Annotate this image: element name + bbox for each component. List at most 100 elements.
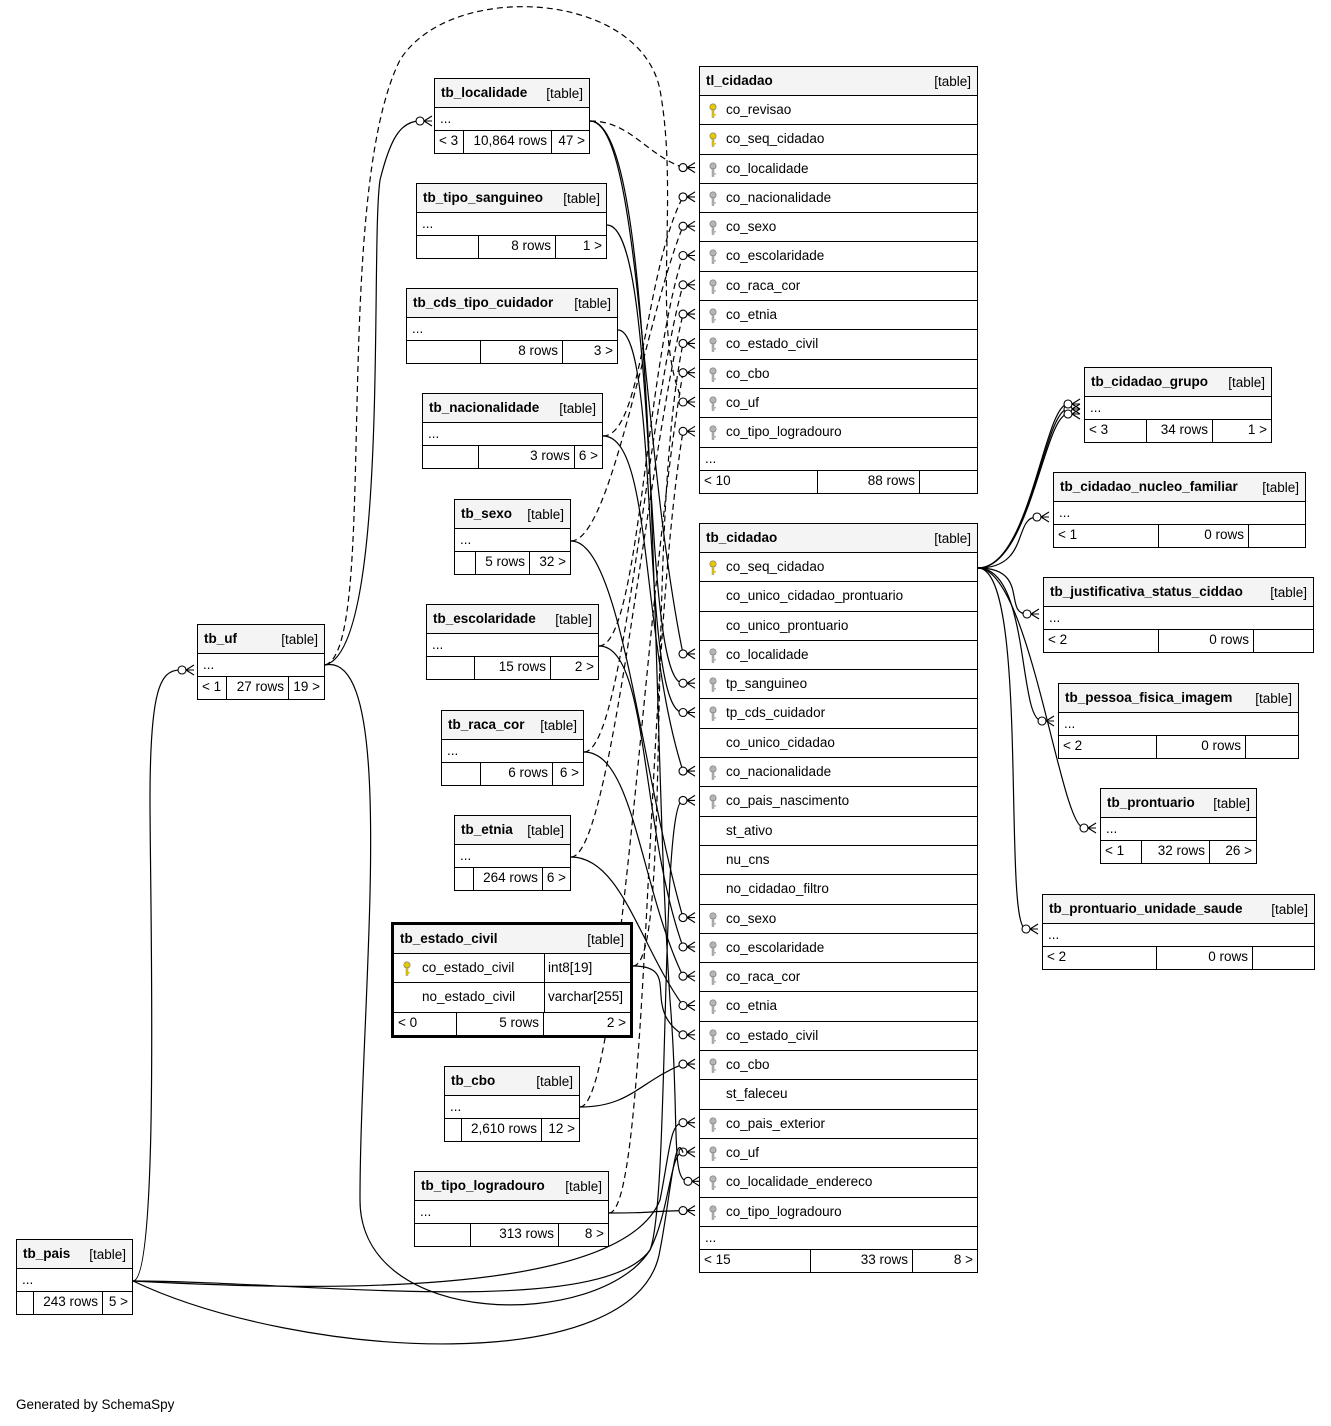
column-row[interactable]: co_estado_civil	[700, 1022, 977, 1052]
table-tb-escolaridade[interactable]: tb_escolaridade [table]... 15 rows 2 >	[426, 604, 599, 680]
column-row[interactable]: co_sexo	[700, 213, 977, 243]
child-count[interactable]: 5 >	[108, 1294, 128, 1309]
table-name[interactable]: tb_cidadao_nucleo_familiar	[1060, 479, 1238, 494]
column-row[interactable]: co_raca_cor	[700, 272, 977, 302]
parent-count[interactable]	[417, 236, 479, 258]
table-tb-uf[interactable]: tb_uf [table]... < 1 27 rows 19 >	[197, 624, 325, 700]
column-row[interactable]: co_localidade	[700, 641, 977, 671]
column-name[interactable]: co_uf	[726, 1144, 760, 1160]
column-name[interactable]: co_raca_cor	[726, 277, 801, 293]
column-name[interactable]: co_estado_civil	[422, 960, 515, 975]
table-name[interactable]: tb_etnia	[461, 822, 513, 837]
column-name[interactable]: co_tipo_logradouro	[726, 1203, 842, 1219]
column-name[interactable]: co_unico_cidadao	[726, 734, 835, 750]
table-name[interactable]: tb_raca_cor	[448, 717, 525, 732]
table-tb-tipo-logradouro[interactable]: tb_tipo_logradouro [table]... 313 rows 8…	[414, 1171, 609, 1247]
column-name[interactable]: co_cbo	[726, 365, 770, 381]
column-row[interactable]: co_tipo_logradouro	[700, 1198, 977, 1227]
table-name[interactable]: tb_cidadao	[706, 530, 778, 545]
table-header[interactable]: tb_localidade [table]	[435, 79, 589, 108]
column-name[interactable]: nu_cns	[726, 851, 770, 867]
column-row[interactable]: co_localidade_endereco	[700, 1168, 977, 1198]
child-count[interactable]: 19 >	[293, 679, 320, 694]
column-name[interactable]: co_localidade_endereco	[726, 1174, 873, 1190]
table-tb-pais[interactable]: tb_pais [table]... 243 rows 5 >	[16, 1239, 133, 1315]
child-count[interactable]	[920, 471, 977, 493]
parent-count[interactable]: < 1	[1054, 525, 1159, 547]
table-name[interactable]: tb_cds_tipo_cuidador	[413, 295, 554, 310]
column-name[interactable]: no_cidadao_filtro	[726, 881, 829, 897]
table-name[interactable]: tb_escolaridade	[433, 611, 536, 626]
parent-count[interactable]: < 2	[1044, 630, 1159, 652]
table-tb-sexo[interactable]: tb_sexo [table]... 5 rows 32 >	[454, 499, 571, 575]
child-count[interactable]	[1253, 947, 1314, 969]
column-row[interactable]: nu_cns	[700, 846, 977, 876]
column-row[interactable]: co_escolaridade	[700, 242, 977, 272]
parent-count[interactable]: < 3	[1085, 420, 1147, 442]
table-header[interactable]: tb_nacionalidade [table]	[423, 394, 602, 423]
column-row[interactable]: co_nacionalidade	[700, 758, 977, 788]
column-name[interactable]: co_localidade	[726, 160, 809, 176]
column-row[interactable]: tp_cds_cuidador	[700, 699, 977, 729]
table-tl-cidadao[interactable]: tl_cidadao [table] co_revisao co_seq_cid…	[699, 66, 978, 494]
table-header[interactable]: tb_etnia [table]	[455, 816, 570, 845]
table-header[interactable]: tb_pessoa_fisica_imagem [table]	[1059, 684, 1298, 713]
table-tb-raca-cor[interactable]: tb_raca_cor [table]... 6 rows 6 >	[441, 710, 584, 786]
column-row[interactable]: co_estado_civil	[700, 330, 977, 360]
table-header[interactable]: tb_cidadao_grupo [table]	[1085, 368, 1271, 397]
parent-count[interactable]	[427, 657, 475, 679]
column-name[interactable]: co_etnia	[726, 998, 778, 1014]
table-tb-cidadao-nucleo-familiar[interactable]: tb_cidadao_nucleo_familiar [table]... < …	[1053, 472, 1306, 548]
column-row[interactable]: co_pais_nascimento	[700, 787, 977, 817]
child-count[interactable]: 47 >	[558, 133, 585, 148]
parent-count[interactable]: < 1	[1101, 841, 1142, 863]
parent-count[interactable]	[407, 341, 481, 363]
column-row[interactable]: st_faleceu	[700, 1080, 977, 1110]
table-tb-etnia[interactable]: tb_etnia [table]... 264 rows 6 >	[454, 815, 571, 891]
column-row[interactable]: co_uf	[700, 389, 977, 419]
table-header[interactable]: tb_cds_tipo_cuidador [table]	[407, 289, 617, 318]
table-tb-estado-civil[interactable]: tb_estado_civil [table] co_estado_civil …	[391, 922, 633, 1038]
table-header[interactable]: tb_tipo_sanguineo [table]	[417, 184, 606, 213]
table-name[interactable]: tb_cbo	[451, 1073, 496, 1088]
column-row[interactable]: co_unico_cidadao	[700, 729, 977, 759]
column-name[interactable]: co_escolaridade	[726, 248, 825, 264]
child-count[interactable]: 12 >	[548, 1121, 575, 1136]
table-header[interactable]: tb_sexo [table]	[455, 500, 570, 529]
child-count[interactable]: 1 >	[582, 238, 602, 253]
parent-count[interactable]: < 0	[394, 1012, 457, 1035]
column-row[interactable]: co_pais_exterior	[700, 1110, 977, 1139]
column-row[interactable]: co_sexo	[700, 905, 977, 934]
column-name[interactable]: tp_sanguineo	[726, 676, 808, 692]
table-tb-cidadao-grupo[interactable]: tb_cidadao_grupo [table]... < 3 34 rows …	[1084, 367, 1272, 443]
column-name[interactable]: co_sexo	[726, 219, 777, 235]
table-tb-cds-tipo-cuidador[interactable]: tb_cds_tipo_cuidador [table]... 8 rows 3…	[406, 288, 618, 364]
table-tb-tipo-sanguineo[interactable]: tb_tipo_sanguineo [table]... 8 rows 1 >	[416, 183, 607, 259]
table-name[interactable]: tb_nacionalidade	[429, 400, 540, 415]
child-count[interactable]: 26 >	[1225, 843, 1252, 858]
column-name[interactable]: no_estado_civil	[422, 989, 516, 1005]
column-name[interactable]: co_unico_prontuario	[726, 617, 849, 633]
parent-count[interactable]: < 15	[700, 1249, 811, 1272]
table-header[interactable]: tl_cidadao [table]	[700, 67, 977, 96]
column-row[interactable]: co_nacionalidade	[700, 184, 977, 214]
column-name[interactable]: co_pais_nascimento	[726, 793, 850, 809]
column-name[interactable]: co_pais_exterior	[726, 1115, 826, 1131]
column-name[interactable]: co_sexo	[726, 910, 777, 926]
table-header[interactable]: tb_raca_cor [table]	[442, 711, 583, 740]
column-row[interactable]: co_unico_cidadao_prontuario	[700, 582, 977, 612]
column-name[interactable]: co_uf	[726, 394, 760, 410]
parent-count[interactable]: < 10	[700, 470, 818, 493]
child-count[interactable]	[1254, 630, 1313, 652]
column-row[interactable]: co_cbo	[700, 1051, 977, 1081]
table-header[interactable]: tb_tipo_logradouro [table]	[415, 1172, 608, 1201]
parent-count[interactable]	[423, 446, 480, 468]
table-name[interactable]: tb_cidadao_grupo	[1091, 374, 1209, 389]
column-row[interactable]: no_cidadao_filtro	[700, 875, 977, 905]
column-name[interactable]: co_raca_cor	[726, 969, 801, 985]
child-count[interactable]: 6 >	[559, 765, 579, 780]
parent-count[interactable]	[455, 868, 474, 890]
column-row[interactable]: co_escolaridade	[700, 934, 977, 964]
child-count[interactable]: 3 >	[593, 343, 613, 358]
table-name[interactable]: tb_prontuario	[1107, 795, 1195, 810]
